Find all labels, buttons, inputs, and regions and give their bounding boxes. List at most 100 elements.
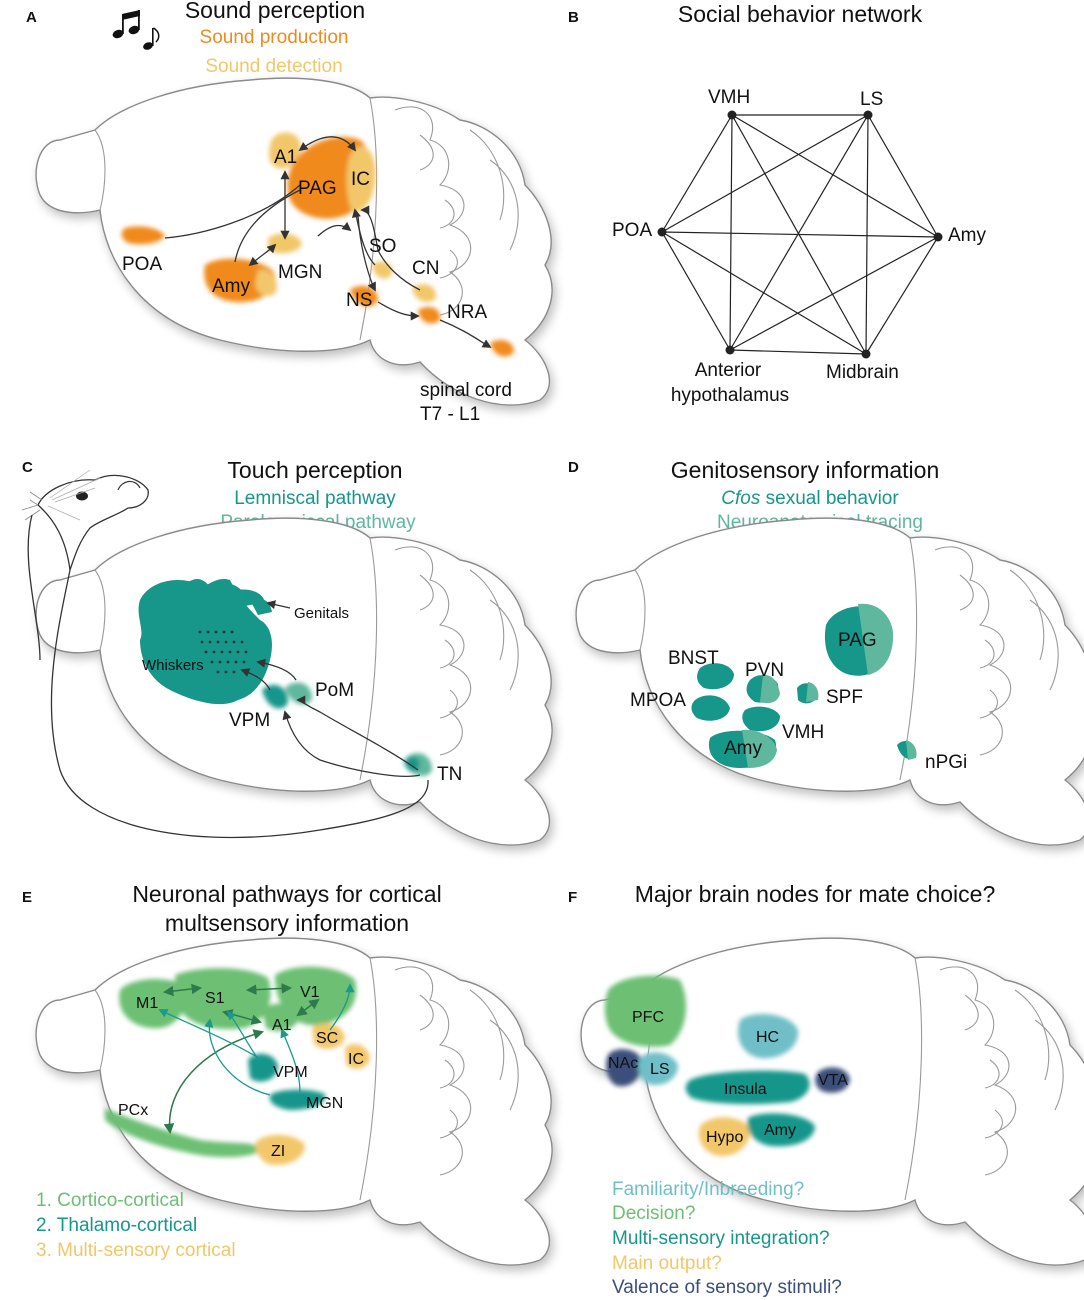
node-midbrain (861, 349, 871, 359)
legend-cfos: Cfos sexual behavior (721, 488, 899, 509)
panel-e: E Neuronal pathways for cortical multsen… (22, 881, 553, 1266)
region-amy (204, 258, 276, 303)
label-midbrain: Midbrain (826, 362, 899, 383)
node-ls (863, 110, 873, 120)
region-so (372, 261, 393, 279)
region-vpm (262, 684, 288, 709)
region-amy-f (747, 1113, 815, 1147)
legend-sound-production: Sound production (200, 27, 349, 48)
panel-f: F Major brain nodes for mate choice? PFC… (568, 881, 1084, 1298)
network-edges (661, 114, 939, 355)
panel-letter-d: D (568, 459, 579, 476)
region-sc (312, 1023, 345, 1049)
whisker-barrels (198, 630, 248, 674)
node-amy (933, 232, 943, 242)
label-amy-b: Amy (948, 225, 987, 246)
label-v1: V1 (300, 984, 320, 1001)
region-nac (606, 1049, 642, 1087)
arrows-e (158, 983, 355, 1135)
label-insula: Insula (724, 1081, 767, 1098)
legend-main-output: Main output? (612, 1253, 722, 1274)
label-spinal-cord: spinal cord (420, 380, 512, 401)
region-ic (346, 146, 376, 213)
regions-f (604, 975, 850, 1157)
label-poa-b: POA (612, 220, 652, 241)
label-ns: NS (346, 290, 372, 311)
mouse-head-drawing (21, 469, 149, 571)
label-pfc: PFC (632, 1009, 664, 1026)
region-bnst (697, 663, 734, 690)
label-vmh-d: VMH (782, 722, 824, 743)
legend-lemniscal: Lemniscal pathway (234, 488, 396, 509)
labels-f: PFC HC NAc LS Insula VTA Hypo Amy (608, 1009, 848, 1146)
label-amy: Amy (212, 276, 251, 297)
legend-valence: Valence of sensory stimuli? (612, 1277, 842, 1298)
labels-c: Genitals Whiskers PoM VPM TN (142, 605, 462, 785)
label-a1-e: A1 (272, 1017, 292, 1034)
music-notes-icon (112, 10, 160, 50)
label-nra: NRA (447, 302, 487, 323)
label-hypo: Hypo (706, 1129, 743, 1146)
label-spf: SPF (826, 687, 863, 708)
legend-cfos-italic: Cfos (721, 488, 761, 509)
label-amy-f: Amy (764, 1122, 796, 1139)
panel-letter-a: A (26, 9, 37, 26)
node-vmh (727, 110, 737, 120)
label-cn: CN (412, 258, 439, 279)
label-spinal-level: T7 - L1 (420, 404, 480, 425)
panel-e-title-line1: Neuronal pathways for cortical (132, 881, 441, 907)
region-hypo (698, 1117, 751, 1157)
label-vmh: VMH (708, 87, 750, 108)
label-bnst: BNST (668, 648, 719, 669)
label-amy-d: Amy (724, 738, 763, 759)
label-zi: ZI (271, 1143, 285, 1160)
regions-d (691, 603, 917, 768)
label-tn: TN (437, 764, 462, 785)
label-mpoa: MPOA (630, 690, 686, 711)
region-hc (738, 1014, 799, 1059)
network-nodes (657, 110, 943, 359)
label-vpm-e: VPM (273, 1064, 308, 1081)
brain-outline-d (575, 517, 1084, 846)
panel-a-title: Sound perception (185, 0, 365, 23)
label-sc: SC (316, 1030, 338, 1047)
region-pcx (105, 1108, 260, 1158)
region-mgn-e (269, 1089, 326, 1110)
label-s1: S1 (205, 990, 225, 1007)
panel-letter-f: F (568, 889, 577, 906)
labels-d: PAG BNST PVN MPOA SPF VMH Amy nPGi (630, 630, 967, 773)
label-a1: A1 (274, 147, 297, 168)
legend-thalamo-cortical: 2. Thalamo-cortical (36, 1215, 197, 1236)
label-so: SO (369, 236, 396, 257)
region-insula (685, 1070, 810, 1105)
arrows-c (27, 514, 429, 839)
panel-e-title-line2: multsensory information (165, 910, 409, 936)
label-pag: PAG (298, 178, 337, 199)
label-ls: LS (860, 89, 883, 110)
legend-cortico-cortical: 1. Cortico-cortical (36, 1190, 184, 1211)
brain-regions-a (121, 132, 514, 357)
panel-a: A Sound perception Sound production Soun… (26, 0, 553, 425)
panel-d: D Genitosensory information Cfos sexual … (568, 457, 1084, 846)
panel-letter-b: B (568, 9, 579, 26)
legend-multi-sensory-cortical: 3. Multi-sensory cortical (36, 1240, 236, 1261)
region-ls-f (638, 1052, 678, 1086)
region-vta (815, 1067, 850, 1093)
region-ic-e (345, 1043, 370, 1069)
panel-f-title: Major brain nodes for mate choice? (635, 881, 996, 907)
panel-c-title: Touch perception (227, 457, 402, 483)
node-anterior-hypothalamus (725, 345, 735, 355)
labels-e: M1 S1 V1 A1 SC IC VPM MGN PCx ZI (118, 984, 364, 1160)
label-nac: NAc (608, 1055, 638, 1072)
label-pcx: PCx (118, 1102, 148, 1119)
region-zi (255, 1134, 305, 1166)
panel-b: B Social behavior network (568, 1, 987, 406)
arrows-a (164, 136, 492, 348)
panel-letter-c: C (22, 459, 33, 476)
legend-sound-detection: Sound detection (205, 56, 342, 77)
panel-d-title: Genitosensory information (671, 457, 939, 483)
label-pag-d: PAG (838, 630, 877, 651)
label-genitals: Genitals (294, 605, 349, 622)
region-vmh-d (742, 706, 780, 732)
label-whiskers: Whiskers (142, 657, 204, 674)
